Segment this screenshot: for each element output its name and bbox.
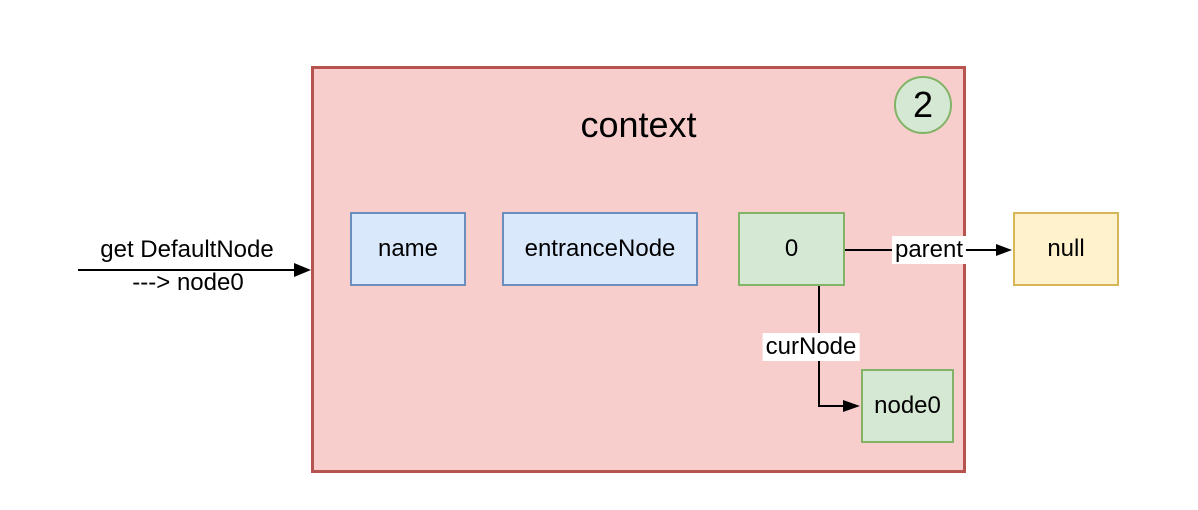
- step-badge: 2: [894, 76, 952, 134]
- incoming-arrow-label-line2: ---> node0: [132, 269, 244, 296]
- field-box-name: name: [350, 212, 466, 286]
- field-box-entrancenode: entranceNode: [502, 212, 698, 286]
- field-box-zero: 0: [738, 212, 845, 286]
- context-title: context: [580, 104, 697, 145]
- parent-edge-label: parent: [891, 236, 967, 264]
- curnode-edge-label: curNode: [762, 333, 860, 361]
- incoming-arrow-label-line1: get DefaultNode: [100, 236, 274, 263]
- null-box: null: [1013, 212, 1119, 286]
- node0-box: node0: [861, 369, 954, 443]
